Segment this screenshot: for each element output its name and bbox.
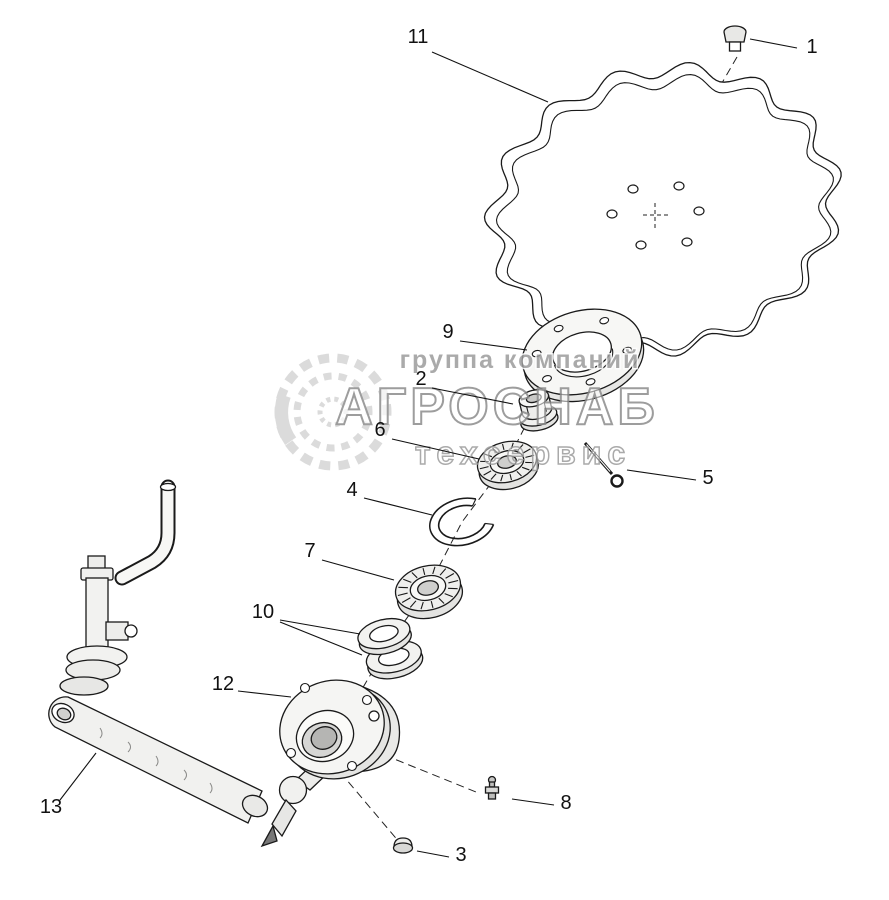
callout-leader-4 — [363, 497, 433, 516]
arm-cast-texture — [99, 727, 213, 794]
callout-label-11: 11 — [408, 26, 429, 48]
bearing-6-bore — [497, 455, 517, 469]
callout-leader-5 — [626, 469, 697, 481]
ball-stud-ball — [278, 775, 308, 805]
cap-nut — [392, 837, 414, 854]
stand-clamp-bolt — [124, 624, 138, 638]
seal-upper-hole — [369, 624, 399, 643]
flange-hole-wall — [554, 348, 614, 378]
stand-bracket — [59, 479, 177, 696]
callout-leader-11 — [431, 51, 549, 103]
stand-pipe — [116, 481, 174, 584]
callout-label-8: 8 — [560, 792, 571, 814]
wreath-inner-icon — [293, 372, 373, 452]
flange-bolt-holes — [531, 316, 633, 386]
callout-label-6: 6 — [374, 419, 385, 441]
callout-leader-7 — [321, 559, 395, 581]
lock-washer-end-1 — [471, 498, 477, 507]
bearing-6-rollers — [479, 442, 535, 482]
wreath-crescent-icon — [274, 393, 297, 445]
disc-blade — [483, 61, 842, 357]
grease-fitting-stem — [487, 792, 497, 800]
bearing-7-rollers — [397, 566, 459, 610]
watermark: группа компаний АГРОСНАБ техсервис — [274, 345, 659, 472]
callout-label-4: 4 — [346, 479, 357, 501]
castle-nut — [518, 389, 559, 432]
arm-bracket — [48, 696, 269, 824]
cotter-pin-eye — [610, 474, 624, 488]
ball-stud-tip — [260, 824, 278, 848]
stand-pipe-end — [159, 482, 177, 492]
flange-center-hole — [552, 331, 612, 373]
watermark-service: техсервис — [415, 435, 631, 471]
gear-icon — [317, 396, 349, 428]
disc-outline — [483, 61, 842, 357]
ball-stud-shank — [271, 798, 297, 838]
seal-washers — [357, 617, 424, 680]
callout-label-9: 9 — [442, 321, 453, 343]
bearing-lower — [394, 564, 464, 620]
axis-to-cap-nut — [339, 771, 401, 844]
callout-label-5: 5 — [702, 467, 713, 489]
callout-label-3: 3 — [455, 844, 466, 866]
plug-bolt — [723, 25, 747, 52]
disc-inner-contour — [495, 74, 834, 351]
callout-leader-8 — [511, 798, 555, 806]
callout-label-2: 2 — [415, 368, 426, 390]
callout-leader-3 — [416, 850, 450, 858]
hub-bore-inner — [310, 726, 338, 750]
callout-label-1: 1 — [806, 36, 817, 58]
stand-base-lower — [59, 676, 109, 696]
hub — [279, 679, 401, 780]
bearing-upper — [476, 440, 539, 491]
disc-center-holes — [606, 181, 705, 250]
lock-washer-outer — [428, 497, 495, 547]
bearing-7-bore — [417, 580, 439, 596]
callout-label-10: 10 — [252, 601, 274, 623]
arm-socket-end — [241, 794, 269, 818]
cotter-pin-split — [586, 444, 611, 472]
hub-bolt-holes — [285, 682, 373, 772]
callout-leader-6 — [391, 438, 480, 460]
callout-leader-9 — [459, 340, 528, 351]
lock-washer-inner — [437, 504, 486, 540]
cotter-pin — [583, 442, 624, 488]
watermark-brand: АГРОСНАБ — [335, 378, 659, 436]
lock-washer-ring — [428, 497, 495, 547]
plug-bolt-head — [723, 25, 747, 43]
callout-label-7: 7 — [304, 540, 315, 562]
callout-leader-13 — [59, 752, 97, 801]
watermark-company-type: группа компаний — [400, 346, 641, 374]
nut-bore — [525, 393, 542, 404]
lock-washer-end-2 — [484, 522, 494, 525]
arm-body — [48, 696, 263, 824]
callout-leader-1 — [749, 38, 798, 49]
callout-label-13: 13 — [40, 796, 62, 818]
grease-fitting-hex — [484, 786, 500, 794]
callout-leader-10 — [279, 619, 361, 635]
plug-bolt-shank — [728, 41, 742, 52]
cap-nut-base — [392, 842, 414, 854]
callout-leader-12 — [237, 690, 292, 698]
grease-fitting-neck — [488, 781, 496, 788]
stand-post — [85, 577, 109, 655]
callout-label-12: 12 — [212, 673, 234, 695]
flange-plate — [521, 308, 645, 403]
arm-pivot-bore — [56, 707, 72, 721]
callout-leader-2 — [431, 387, 514, 405]
callout-leader-10-2 — [279, 621, 363, 656]
grease-fitting — [484, 775, 500, 800]
hub-stud — [368, 710, 380, 722]
